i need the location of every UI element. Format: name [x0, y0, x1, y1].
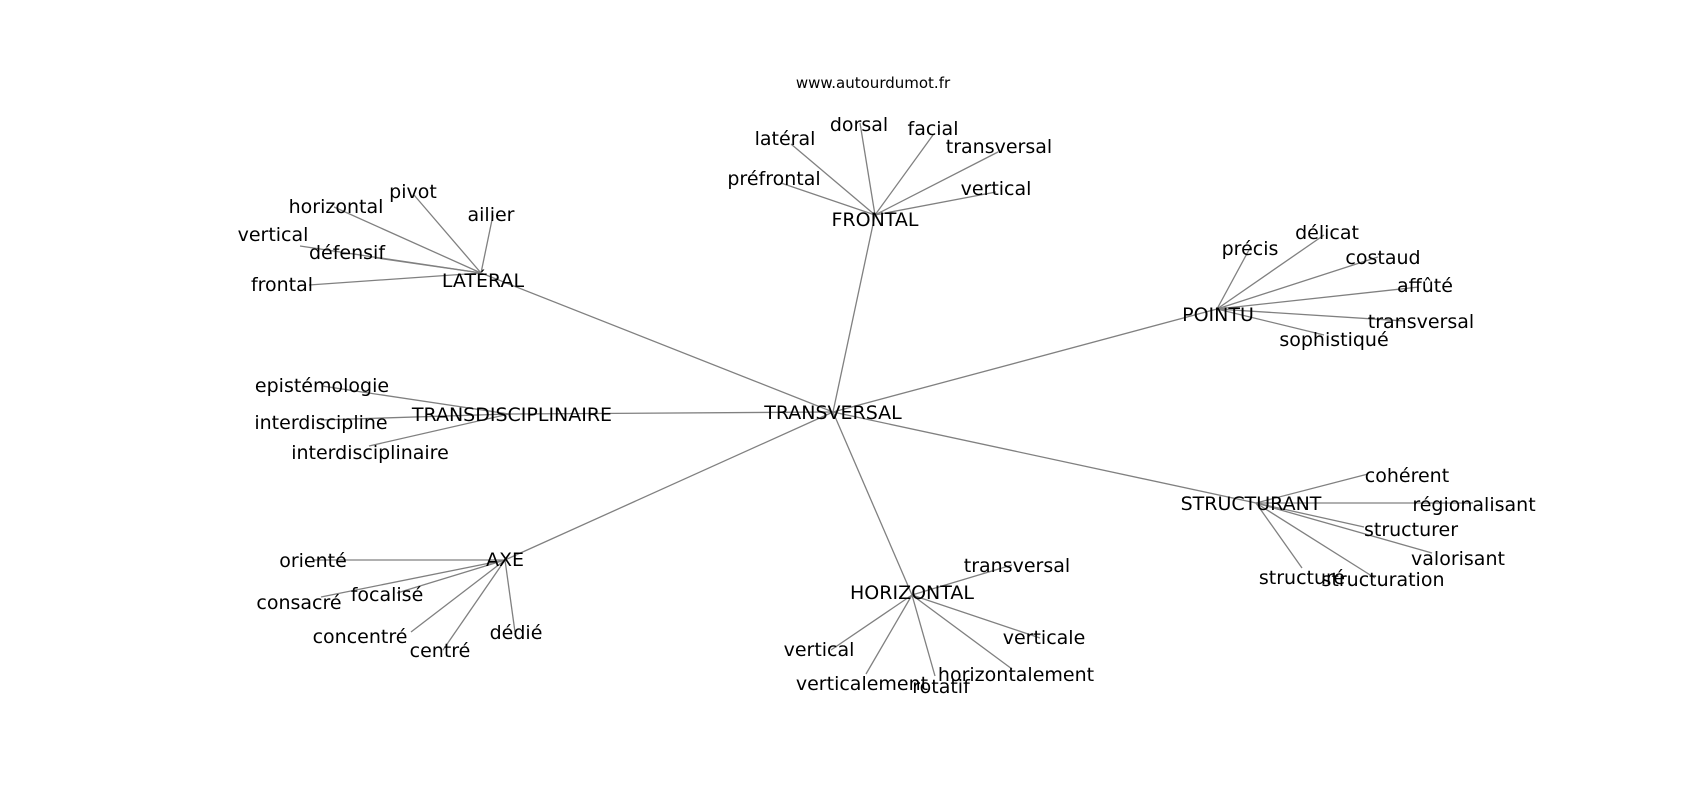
edge-hub-word: [1255, 502, 1433, 554]
word-node-label: transversal: [964, 555, 1070, 577]
word-node-label: ailier: [468, 204, 515, 226]
word-node-label: structuré: [1259, 567, 1345, 589]
edge-hub-word: [1216, 286, 1420, 310]
edge-hub-word: [480, 214, 494, 274]
word-node-label: latéral: [755, 128, 816, 150]
center-node-label: TRANSVERSAL: [763, 402, 902, 424]
edge-hub-word: [790, 143, 876, 216]
edge-hub-word: [396, 559, 506, 594]
hub-node-label: FRONTAL: [831, 209, 918, 231]
word-node-label: cohérent: [1365, 465, 1449, 487]
word-node-label: préfrontal: [727, 168, 820, 190]
edge-hub-word: [830, 594, 913, 651]
hub-node-label: AXE: [486, 549, 524, 571]
edge-hub-word: [333, 206, 482, 274]
word-node-label: consacré: [256, 592, 341, 614]
hub-node-label: LATÉRAL: [442, 269, 525, 292]
edge-hub-word: [320, 559, 506, 598]
word-node-label: dorsal: [830, 114, 888, 136]
edge-hub-word: [859, 122, 876, 216]
word-node-label: centré: [410, 640, 471, 662]
edge-hub-word: [911, 564, 1013, 596]
edge-hub-word: [1255, 502, 1303, 569]
edge-hub-word: [442, 559, 506, 651]
edge-hub-word: [321, 385, 510, 415]
edge-hub-word: [1255, 502, 1376, 579]
graph-edges: [299, 122, 1473, 677]
word-node-label: frontal: [251, 274, 313, 296]
word-node-label: transversal: [1368, 311, 1474, 333]
site-url: www.autourdumot.fr: [796, 74, 951, 92]
word-node-label: epistémologie: [255, 375, 389, 397]
word-node-label: vertical: [238, 224, 309, 246]
edge-hub-word: [504, 559, 516, 633]
edge-hub-word: [911, 594, 936, 677]
edge-hub-word: [410, 559, 506, 633]
word-node-label: rotatif: [912, 676, 971, 698]
edge-center-hub: [832, 308, 1218, 413]
word-node-label: horizontalement: [938, 664, 1094, 686]
edge-hub-word: [413, 194, 482, 274]
edge-center-hub: [832, 411, 1257, 504]
hub-node-label: TRANSDISCIPLINAIRE: [411, 404, 612, 426]
edge-center-hub: [832, 411, 913, 596]
edge-hub-word: [865, 594, 913, 675]
word-node-label: verticalement: [796, 673, 928, 695]
edge-hub-word: [1216, 308, 1406, 322]
edge-hub-word: [308, 272, 482, 286]
word-node-label: dédié: [490, 622, 543, 644]
edge-hub-word: [874, 151, 999, 216]
hub-node-label: HORIZONTAL: [850, 582, 974, 604]
edge-hub-word: [1216, 308, 1325, 336]
word-node-label: interdiscipline: [254, 412, 387, 434]
word-node-label: structuration: [1322, 569, 1445, 591]
word-node-label: valorisant: [1411, 548, 1505, 570]
word-node-label: vertical: [961, 178, 1032, 200]
edge-hub-word: [320, 413, 510, 421]
edge-hub-word: [874, 134, 934, 216]
edge-hub-word: [376, 257, 482, 274]
word-node-label: interdisciplinaire: [291, 442, 449, 464]
edge-center-hub: [508, 411, 834, 415]
word-node-label: costaud: [1345, 247, 1420, 269]
edge-hub-word: [911, 594, 1013, 670]
word-node-label: structurer: [1364, 519, 1458, 541]
hub-node-label: POINTU: [1182, 304, 1254, 326]
edge-center-hub: [504, 411, 834, 561]
word-node-label: facial: [908, 118, 959, 140]
edge-hub-word: [368, 413, 510, 447]
word-node-label: verticale: [1003, 627, 1086, 649]
word-node-label: régionalisant: [1412, 494, 1535, 516]
word-node-label: orienté: [279, 550, 347, 572]
edge-hub-word: [1216, 247, 1251, 310]
word-node-label: affûté: [1397, 275, 1453, 297]
edge-hub-word: [911, 594, 1041, 639]
word-node-label: précis: [1222, 238, 1279, 260]
word-node-label: vertical: [784, 639, 855, 661]
edge-hub-word: [1255, 473, 1369, 504]
edge-hub-word: [874, 191, 997, 216]
word-node-label: transversal: [946, 136, 1052, 158]
word-node-label: sophistiqué: [1279, 329, 1388, 351]
word-node-label: horizontal: [289, 196, 384, 218]
edge-center-hub: [480, 272, 834, 413]
word-node-label: concentré: [313, 626, 408, 648]
edge-hub-word: [1255, 502, 1365, 528]
word-node-label: défensif: [309, 242, 386, 264]
edge-hub-word: [1216, 256, 1379, 310]
hub-node-label: STRUCTURANT: [1181, 493, 1322, 515]
edge-center-hub: [832, 214, 876, 413]
word-node-label: focalisé: [351, 584, 424, 606]
edge-hub-word: [1216, 234, 1325, 310]
word-node-label: délicat: [1295, 222, 1359, 244]
edge-hub-word: [780, 182, 876, 216]
word-node-label: pivot: [389, 181, 437, 203]
